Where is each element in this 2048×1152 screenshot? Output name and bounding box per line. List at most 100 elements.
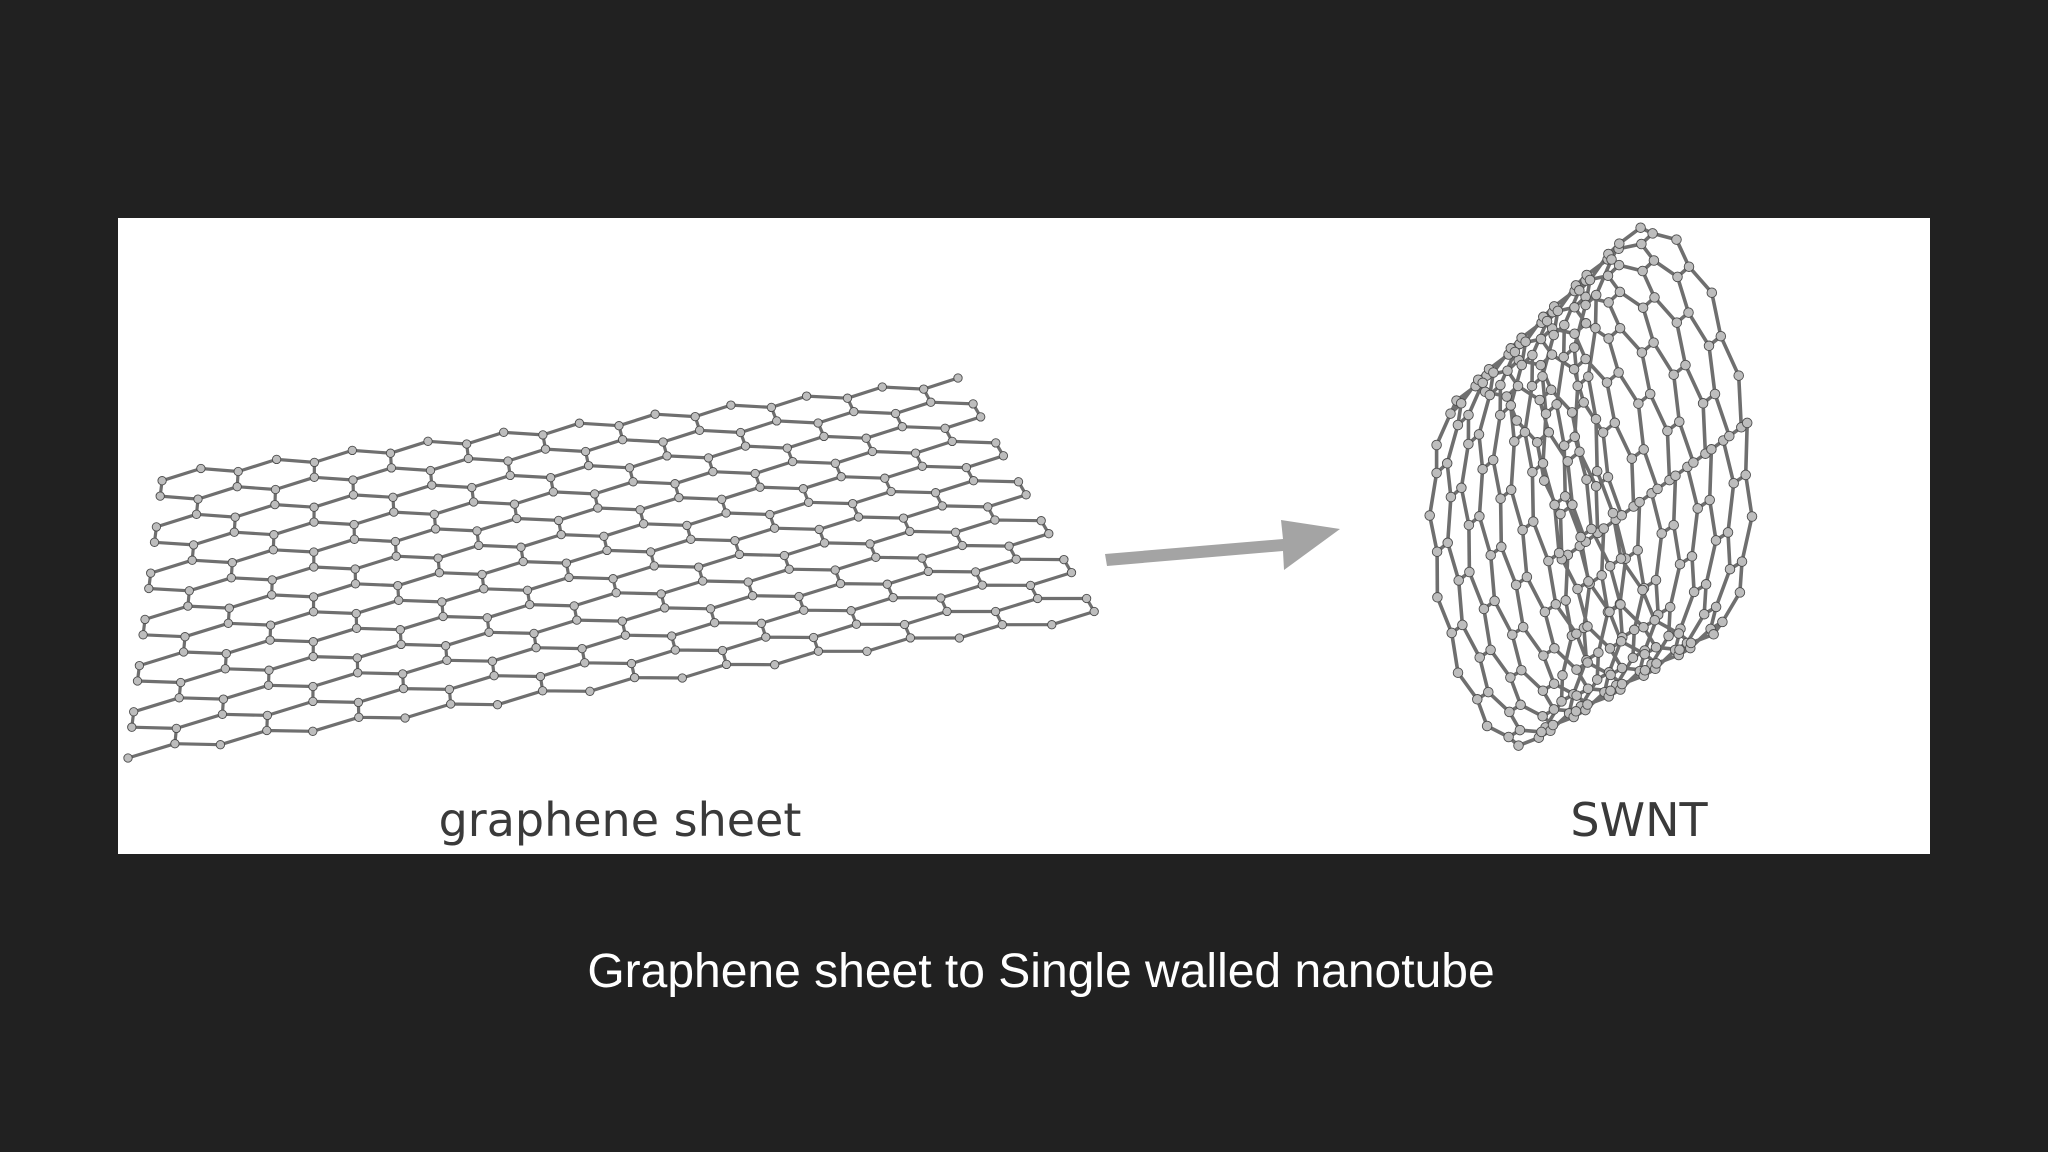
- atom: [1047, 620, 1057, 630]
- atom: [1648, 337, 1659, 348]
- atom: [529, 628, 539, 639]
- atom: [1431, 546, 1443, 557]
- atom: [1487, 454, 1499, 466]
- atom: [936, 593, 946, 603]
- atom: [1663, 630, 1674, 642]
- atom: [223, 618, 233, 628]
- atom: [217, 709, 228, 719]
- atom: [1613, 259, 1625, 271]
- atom: [1545, 384, 1557, 396]
- atom: [583, 460, 594, 471]
- atom: [349, 519, 359, 530]
- atom: [784, 564, 794, 574]
- atom: [479, 584, 489, 594]
- atom: [830, 565, 840, 575]
- atom: [1717, 616, 1728, 628]
- atom: [709, 618, 720, 628]
- atom: [593, 503, 603, 513]
- atom: [354, 712, 364, 722]
- atom: [968, 399, 978, 409]
- atom: [389, 507, 399, 517]
- atom: [391, 551, 401, 561]
- atom: [1578, 397, 1589, 408]
- atom: [537, 686, 548, 696]
- atom: [489, 671, 499, 681]
- atom: [1649, 292, 1660, 303]
- atom: [352, 653, 362, 663]
- atom: [1597, 427, 1609, 438]
- atom: [1505, 672, 1516, 683]
- atom: [930, 488, 941, 498]
- atom: [1626, 453, 1638, 464]
- atom: [1431, 439, 1442, 451]
- atom: [1615, 599, 1626, 610]
- atom: [1644, 388, 1656, 400]
- atom: [1733, 370, 1744, 381]
- atom: [398, 669, 408, 679]
- atom: [1516, 359, 1527, 371]
- atom: [1543, 427, 1555, 438]
- atom: [1452, 667, 1464, 678]
- atom: [574, 418, 585, 428]
- atom: [1616, 662, 1628, 674]
- atom: [853, 512, 864, 522]
- atom: [937, 501, 947, 511]
- atom: [1637, 265, 1648, 277]
- atom: [953, 373, 963, 383]
- atom: [814, 524, 824, 535]
- atom: [997, 620, 1007, 630]
- bond-network: [126, 376, 1096, 760]
- atom: [646, 547, 656, 557]
- atom: [1510, 579, 1522, 591]
- atom: [1609, 417, 1621, 429]
- atom: [682, 520, 692, 531]
- atom: [477, 569, 487, 580]
- atom: [1685, 637, 1697, 649]
- atom: [230, 512, 240, 522]
- atom: [1485, 549, 1496, 561]
- atom: [577, 643, 587, 654]
- atom: [487, 656, 498, 666]
- atom: [1521, 571, 1533, 583]
- atom: [1504, 706, 1515, 718]
- atom: [1549, 643, 1560, 654]
- atom: [898, 513, 909, 523]
- atom: [170, 739, 180, 749]
- atom: [1527, 349, 1538, 361]
- atom: [717, 494, 727, 504]
- atom: [770, 660, 780, 670]
- atom: [227, 557, 237, 568]
- atom: [468, 497, 479, 507]
- atom: [1501, 391, 1512, 402]
- atom: [1507, 629, 1518, 640]
- atom: [705, 604, 716, 614]
- atom: [861, 433, 871, 443]
- atom: [1494, 409, 1506, 421]
- atom: [309, 547, 319, 557]
- atom: [270, 484, 281, 495]
- atom: [1604, 560, 1616, 572]
- atom: [423, 436, 433, 446]
- atom: [848, 498, 858, 509]
- atom: [347, 445, 357, 456]
- atom: [1538, 475, 1550, 486]
- atom: [1489, 595, 1500, 607]
- atom: [548, 487, 558, 497]
- atom: [218, 694, 229, 704]
- atom: [1590, 481, 1602, 492]
- atom: [441, 641, 451, 651]
- atom: [265, 635, 275, 645]
- atom: [1553, 547, 1565, 559]
- atom: [1477, 463, 1488, 475]
- atom: [1452, 419, 1464, 431]
- atom: [1453, 575, 1464, 586]
- atom: [546, 472, 556, 483]
- atom: [268, 545, 278, 555]
- atom: [535, 671, 546, 682]
- atom: [531, 643, 541, 653]
- atom: [157, 476, 167, 486]
- atom: [670, 479, 680, 489]
- atom: [1636, 347, 1648, 358]
- atom: [1615, 553, 1627, 564]
- atom: [1582, 699, 1593, 710]
